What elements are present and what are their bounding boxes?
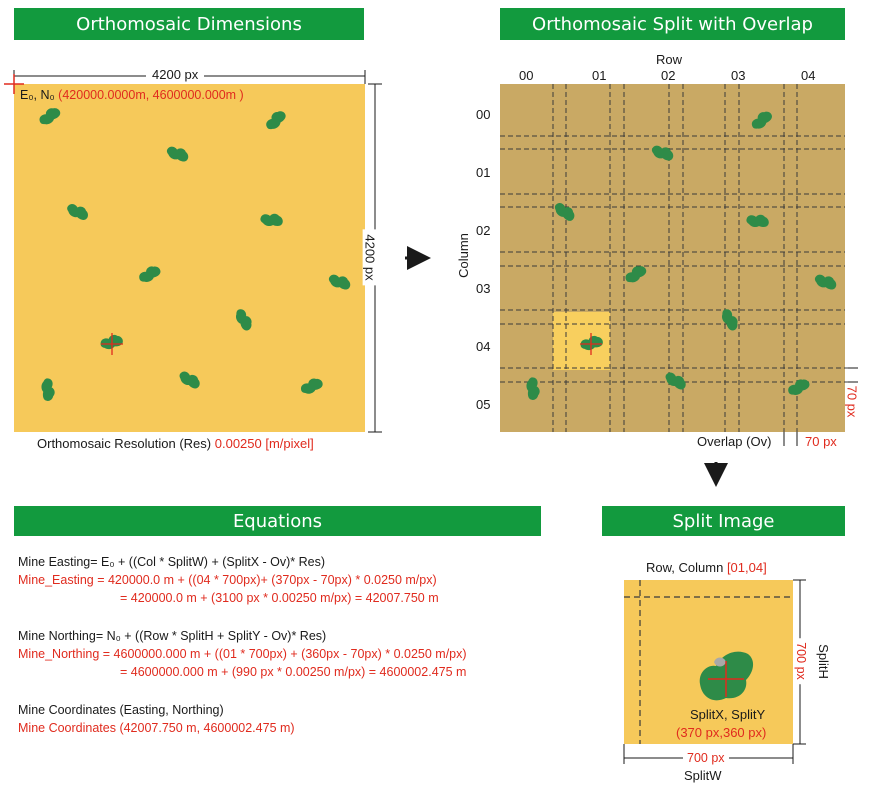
split-image-banner: Split Image: [602, 506, 845, 536]
easting-line-1: Mine_Easting = 420000.0 m + ((04 * 700px…: [18, 573, 437, 587]
coordinates-value: Mine Coordinates (42007.750 m, 4600002.4…: [18, 721, 295, 735]
row-title: Row: [656, 52, 683, 67]
column-label: 01: [476, 165, 491, 180]
column-label: 04: [476, 339, 491, 354]
resolution-text: Orthomosaic Resolution (Res): [37, 436, 212, 451]
splitxy-label: SplitX, SplitY: [690, 707, 766, 722]
column-title: Column: [455, 233, 471, 278]
split-banner: Orthomosaic Split with Overlap: [500, 8, 845, 40]
column-label: 00: [476, 107, 491, 122]
split-crosshair-icon: [708, 661, 744, 697]
origin-label: E₀, N₀ (420000.0000m, 4600000.000m ): [20, 88, 244, 102]
orthomosaic-full: [14, 84, 365, 432]
grid-lines: [500, 84, 855, 432]
rowcol-value: [01,04]: [726, 560, 767, 575]
row-label: 00: [519, 68, 534, 83]
column-label: 02: [476, 223, 491, 238]
splitw-label: SplitW: [684, 768, 722, 783]
northing-line-1: Mine_Northing = 4600000.000 m + ((01 * 7…: [18, 647, 467, 661]
easting-formula: Mine Easting= E₀ + ((Col * SplitW) + (Sp…: [18, 555, 326, 569]
resolution-value: 0.00250 [m/pixel]: [214, 436, 314, 451]
northing-line-2: = 4600000.000 m + (990 px * 0.00250 m/px…: [120, 665, 467, 679]
splith-value: 700 px: [793, 638, 808, 684]
resolution-label: Orthomosaic Resolution (Res) 0.00250 [m/…: [37, 436, 314, 451]
overlap-dimension-lines: [783, 367, 858, 446]
easting-line-2: = 420000.0 m + (3100 px * 0.00250 m/px) …: [120, 591, 439, 605]
equations-banner: Equations: [14, 506, 541, 536]
row-label: 02: [661, 68, 676, 83]
dimensions-banner: Orthomosaic Dimensions: [14, 8, 364, 40]
splith-label: SplitH: [815, 644, 831, 679]
origin-symbol: E₀, N₀: [20, 88, 55, 102]
row-label: 04: [801, 68, 816, 83]
split-image-tile: [624, 580, 793, 744]
row-label: 03: [731, 68, 746, 83]
splitxy-value: (370 px,360 px): [676, 725, 767, 740]
northing-formula: Mine Northing= N₀ + ((Row * SplitH + Spl…: [18, 629, 327, 643]
width-label: 4200 px: [146, 67, 205, 82]
overlap-vertical-value: 70 px: [844, 385, 860, 418]
rowcol-text: Row, Column: [646, 560, 724, 575]
height-label: 4200 px: [362, 229, 378, 286]
column-label: 05: [476, 397, 491, 412]
splitw-value: 700 px: [683, 751, 729, 765]
column-label: 03: [476, 281, 491, 296]
mine-crosshair-icon: [580, 333, 602, 355]
overlap-value: 70 px: [805, 434, 837, 449]
origin-value: (420000.0000m, 4600000.000m ): [58, 88, 244, 102]
mine-crosshair-icon: [101, 333, 123, 355]
row-label: 01: [592, 68, 607, 83]
overlap-label: Overlap (Ov): [697, 434, 772, 449]
coordinates-label: Mine Coordinates (Easting, Northing): [18, 703, 224, 717]
split-overlap-lines: [624, 580, 793, 744]
rowcol-label: Row, Column [01,04]: [646, 560, 767, 575]
origin-crosshair-icon: [4, 74, 24, 94]
